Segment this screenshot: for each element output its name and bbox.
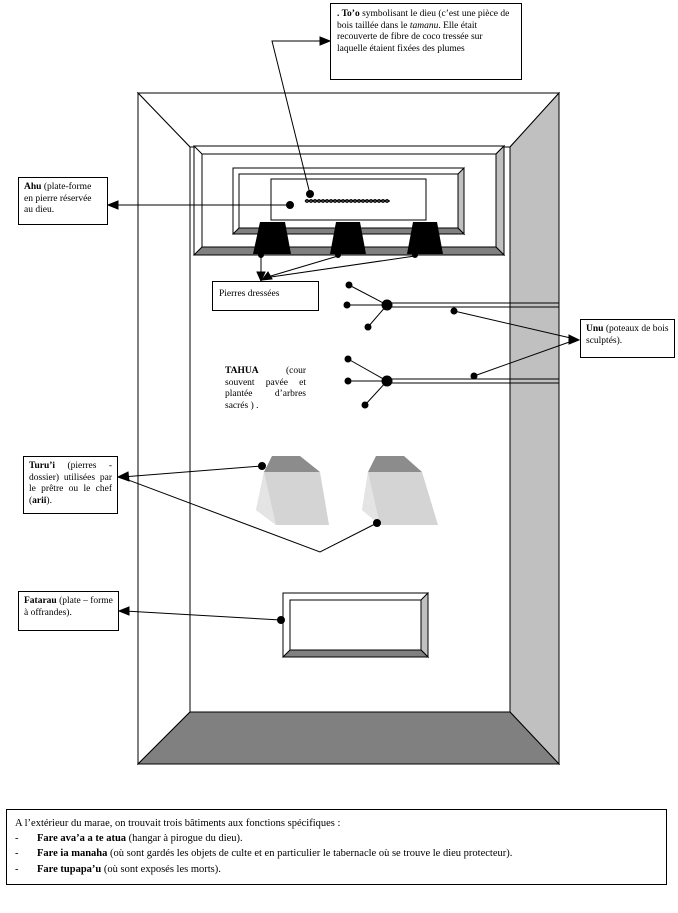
turui-label: Turu’i (pierres - dossier) utilisées par… bbox=[23, 456, 118, 514]
note-intro: A l’extérieur du marae, on trouvait troi… bbox=[15, 818, 341, 829]
exterior-buildings-note: A l’extérieur du marae, on trouvait troi… bbox=[6, 809, 667, 885]
standing-stone bbox=[253, 222, 291, 254]
ahu-label: Ahu (plate-forme en pierre réservée au d… bbox=[18, 177, 108, 225]
pierres-dressees-label: Pierres dressées bbox=[212, 281, 319, 311]
note-item: -Fare ava’a a te atua (hangar à pirogue … bbox=[15, 833, 243, 845]
standing-stone bbox=[407, 222, 443, 254]
tahua-label: TAHUA (cour souvent pavée et plantée d’a… bbox=[219, 361, 312, 419]
unu-posts bbox=[343, 281, 559, 409]
note-item: -Fare tupapa’u (où sont exposés les mort… bbox=[15, 863, 221, 875]
too-label: . To’o symbolisant le dieu (c’est une pi… bbox=[330, 3, 522, 80]
standing-stones bbox=[253, 222, 443, 254]
note-item: -Fare ia manaha (où sont gardés les obje… bbox=[15, 848, 513, 860]
fatarau-label: Fatarau (plate – forme à offrandes). bbox=[18, 591, 119, 631]
turui-stones bbox=[256, 456, 438, 525]
standing-stone bbox=[330, 222, 366, 254]
unu-label: Unu (poteaux de bois sculptés). bbox=[580, 319, 675, 358]
connectors bbox=[106, 36, 581, 624]
fatarau-platform bbox=[281, 591, 430, 659]
too-effigy bbox=[304, 199, 390, 203]
